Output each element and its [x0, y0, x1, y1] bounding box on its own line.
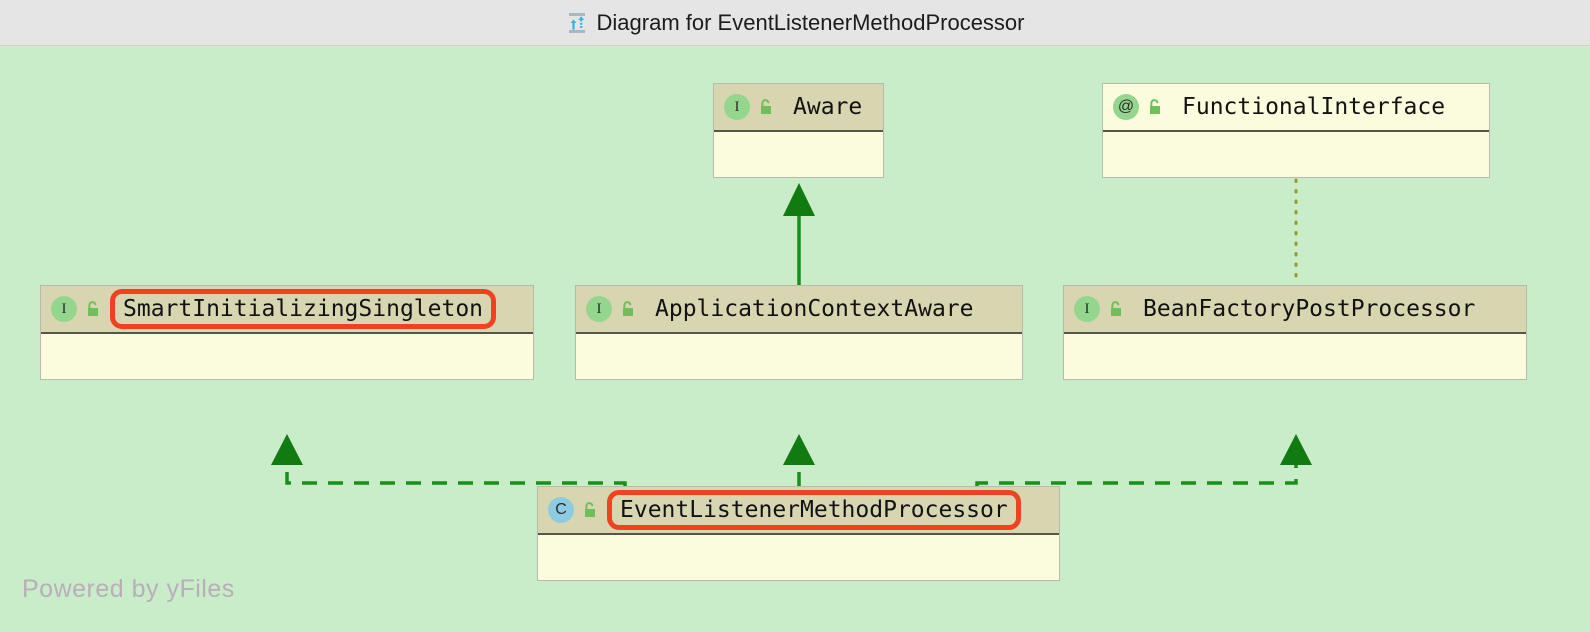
interface-icon: I	[1074, 296, 1100, 322]
node-header: I BeanFactoryPostProcessor	[1064, 286, 1526, 334]
node-header: I ApplicationContextAware	[576, 286, 1022, 334]
node-label: FunctionalInterface	[1182, 93, 1446, 120]
hierarchy-diagram-icon	[566, 12, 588, 34]
edge-elmp-application-context-aware	[783, 434, 815, 487]
node-label-highlighted: EventListenerMethodProcessor	[607, 489, 1021, 531]
yfiles-watermark: Powered by yFiles	[22, 575, 235, 603]
window-titlebar: Diagram for EventListenerMethodProcessor	[0, 0, 1590, 46]
interface-icon: I	[724, 94, 750, 120]
edge-layer: Aware (solid, filled triangle) -->	[271, 178, 1312, 487]
uml-node-functional-interface[interactable]: @ FunctionalInterface	[1102, 83, 1490, 178]
edge-elmp-bean-factory-post-processor	[975, 434, 1312, 487]
edge-elmp-smart-initializing-singleton	[271, 434, 627, 487]
diagram-canvas[interactable]: Aware (solid, filled triangle) -->	[0, 46, 1590, 632]
public-unlocked-icon	[77, 300, 101, 318]
node-header: @ FunctionalInterface	[1103, 84, 1489, 132]
node-header: I SmartInitializingSingleton	[41, 286, 533, 334]
uml-node-smart-initializing-singleton[interactable]: I SmartInitializingSingleton	[40, 285, 534, 380]
interface-icon: I	[586, 296, 612, 322]
uml-node-aware[interactable]: I Aware	[713, 83, 884, 178]
node-members-compartment	[1103, 132, 1489, 177]
public-unlocked-icon	[750, 98, 774, 116]
node-members-compartment	[576, 334, 1022, 379]
class-icon: C	[548, 497, 574, 523]
node-header: C EventListenerMethodProcessor	[538, 487, 1059, 535]
title-group: Diagram for EventListenerMethodProcessor	[566, 9, 1025, 36]
node-label-highlighted: SmartInitializingSingleton	[110, 288, 497, 330]
edge-aware-extends	[783, 183, 815, 285]
annotation-icon: @	[1113, 94, 1139, 120]
node-label: ApplicationContextAware	[655, 295, 974, 322]
node-members-compartment	[538, 535, 1059, 580]
node-members-compartment	[1064, 334, 1526, 379]
uml-node-application-context-aware[interactable]: I ApplicationContextAware	[575, 285, 1023, 380]
interface-icon: I	[51, 296, 77, 322]
node-members-compartment	[41, 334, 533, 379]
public-unlocked-icon	[574, 501, 598, 519]
uml-node-event-listener-method-processor[interactable]: C EventListenerMethodProcessor	[537, 486, 1060, 581]
node-label: BeanFactoryPostProcessor	[1143, 295, 1476, 322]
node-header: I Aware	[714, 84, 883, 132]
node-label: Aware	[793, 93, 863, 120]
node-members-compartment	[714, 132, 883, 177]
public-unlocked-icon	[612, 300, 636, 318]
public-unlocked-icon	[1100, 300, 1124, 318]
window-title: Diagram for EventListenerMethodProcessor	[596, 9, 1025, 35]
uml-node-bean-factory-post-processor[interactable]: I BeanFactoryPostProcessor	[1063, 285, 1527, 380]
public-unlocked-icon	[1139, 98, 1163, 116]
